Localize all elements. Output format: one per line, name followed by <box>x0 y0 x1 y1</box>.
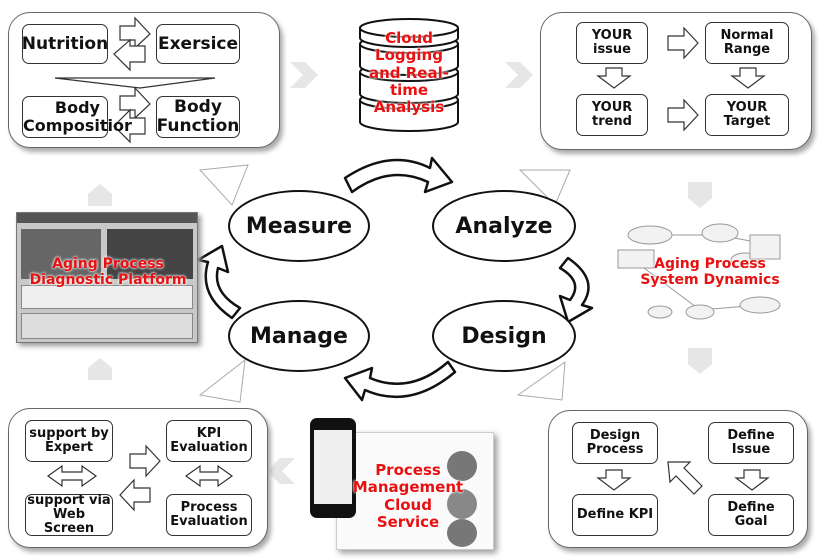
arrow-right-icon <box>290 62 318 88</box>
arrow-up-left-icon <box>667 461 703 495</box>
system-dynamics-label: Aging Process System Dynamics <box>640 256 780 289</box>
cycle-arrow-design-to-manage <box>343 360 457 402</box>
cloud-logging-label: Cloud Logging and Real-time Analysis <box>369 29 449 116</box>
arrow-right-icon <box>119 86 151 120</box>
exercise-box: Exersice <box>156 24 240 64</box>
diagnostic-platform-screenshot <box>16 212 198 343</box>
manage-node: Manage <box>228 300 370 372</box>
arrow-right-icon <box>505 62 533 88</box>
arrow-up-icon <box>88 184 112 206</box>
define-goal-box: Define Goal <box>708 494 794 536</box>
normal-range-box: Normal Range <box>705 22 789 64</box>
kpi-evaluation-box: KPI Evaluation <box>166 420 252 462</box>
analyze-node: Analyze <box>432 190 576 262</box>
arrow-left-icon <box>113 38 146 72</box>
arrow-right-icon <box>129 444 161 478</box>
triangle-pointer <box>518 169 571 206</box>
cycle-arrow-manage-to-measure <box>196 244 242 320</box>
merge-funnel <box>54 77 216 89</box>
body-function-box: Body Function <box>156 96 240 138</box>
your-target-box: YOUR Target <box>705 94 789 136</box>
smartphone <box>310 418 356 518</box>
arrow-down-icon <box>688 182 712 208</box>
support-expert-box: support by Expert <box>25 420 113 462</box>
cloud-service-label: Process Management Cloud Service <box>352 461 464 531</box>
arrow-left-icon <box>267 458 295 484</box>
cycle-arrow-measure-to-analyze <box>343 156 454 194</box>
triangle-pointer <box>516 360 566 401</box>
arrow-left-icon <box>119 478 151 512</box>
design-node: Design <box>432 300 576 372</box>
nutrition-box: Nutrition <box>22 24 108 64</box>
design-process-box: Design Process <box>572 422 658 464</box>
define-kpi-box: Define KPI <box>572 494 658 536</box>
arrow-down-icon <box>596 469 632 491</box>
double-arrow-icon <box>46 464 98 488</box>
arrow-down-icon <box>734 469 770 491</box>
arrow-down-icon <box>596 67 632 89</box>
triangle-pointer <box>198 164 249 206</box>
cycle-arrow-analyze-to-design <box>558 256 594 324</box>
your-issue-box: YOUR issue <box>576 22 648 64</box>
arrow-right-icon <box>667 26 699 60</box>
triangle-pointer <box>198 358 246 403</box>
support-web-box: support via Web Screen <box>25 493 113 536</box>
define-issue-box: Define Issue <box>708 422 794 464</box>
arrow-right-icon <box>667 98 699 132</box>
process-evaluation-box: Process Evaluation <box>166 494 252 536</box>
double-arrow-icon <box>184 464 234 488</box>
arrow-up-icon <box>88 358 112 380</box>
your-trend-box: YOUR trend <box>576 94 648 136</box>
diagnostic-platform-label: Aging Process Diagnostic Platform <box>29 256 187 289</box>
body-composition-box: Body Compositior <box>22 96 132 138</box>
arrow-down-icon <box>688 348 712 374</box>
arrow-down-icon <box>730 67 766 89</box>
arrow-left-icon <box>113 108 146 144</box>
measure-node: Measure <box>228 190 370 262</box>
arrow-right-icon <box>119 16 151 50</box>
